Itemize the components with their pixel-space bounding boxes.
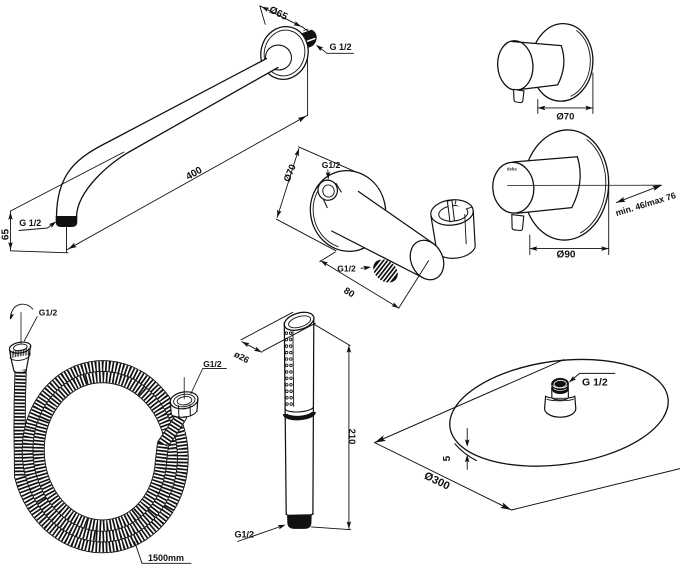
svg-text:G1/2: G1/2 <box>235 530 255 540</box>
svg-text:1500mm: 1500mm <box>148 553 184 563</box>
svg-text:G 1/2: G 1/2 <box>19 218 41 228</box>
svg-text:210: 210 <box>346 429 357 445</box>
svg-text:G 1/2: G 1/2 <box>330 42 352 52</box>
svg-text:G1/2: G1/2 <box>39 307 58 317</box>
svg-text:5: 5 <box>442 455 453 461</box>
svg-text:G1/2: G1/2 <box>203 359 222 369</box>
svg-text:Ø70: Ø70 <box>556 112 574 123</box>
svg-text:G1/2: G1/2 <box>322 160 341 170</box>
svg-text:deba: deba <box>507 167 517 172</box>
svg-text:G1/2: G1/2 <box>337 263 356 273</box>
svg-text:65: 65 <box>0 229 11 241</box>
svg-text:80: 80 <box>342 285 357 300</box>
svg-text:Ø90: Ø90 <box>557 249 576 260</box>
svg-text:G 1/2: G 1/2 <box>582 376 608 388</box>
